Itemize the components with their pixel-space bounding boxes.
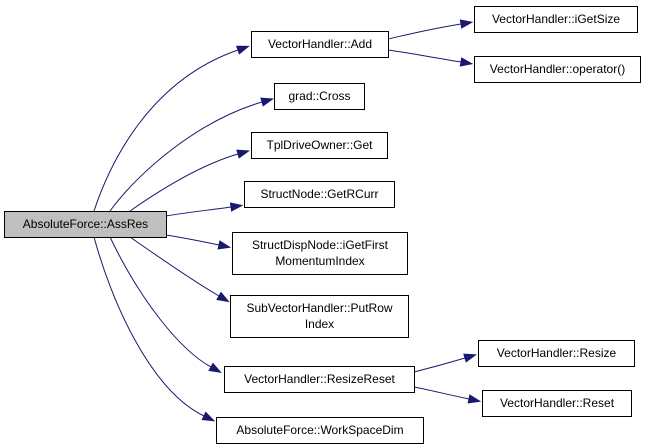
- node-label: VectorHandler::operator(): [490, 62, 625, 76]
- node-label: VectorHandler::ResizeReset: [244, 372, 395, 386]
- edge-root-get: [129, 149, 250, 212]
- edge-arrowhead: [459, 19, 474, 29]
- node-label: Index: [305, 317, 334, 331]
- node-label: AbsoluteForce::AssRes: [23, 217, 148, 231]
- node-resizereset[interactable]: VectorHandler::ResizeReset: [224, 366, 415, 393]
- edge-line: [387, 49, 462, 63]
- edge-line: [93, 49, 239, 212]
- node-label: MomentumIndex: [275, 254, 364, 268]
- node-label: AbsoluteForce::WorkSpaceDim: [236, 423, 403, 437]
- node-label: TplDriveOwner::Get: [266, 138, 373, 152]
- node-label: VectorHandler::Reset: [500, 396, 615, 410]
- edge-arrowhead: [235, 45, 250, 55]
- node-box[interactable]: [482, 390, 632, 417]
- node-label: VectorHandler::Add: [268, 37, 372, 51]
- edges-layer: [93, 19, 482, 422]
- node-box[interactable]: [274, 83, 365, 110]
- edge-root-cross: [109, 97, 274, 212]
- edge-arrowhead: [217, 240, 232, 250]
- edge-arrowhead: [236, 149, 250, 159]
- edge-line: [109, 101, 263, 212]
- node-cross[interactable]: grad::Cross: [274, 83, 365, 110]
- edge-add-igetsize: [387, 19, 474, 40]
- node-label: VectorHandler::Resize: [497, 346, 617, 360]
- edge-line: [165, 234, 220, 246]
- node-box[interactable]: [230, 295, 409, 338]
- edge-line: [129, 236, 220, 297]
- edge-line: [387, 23, 462, 40]
- node-resize[interactable]: VectorHandler::Resize: [478, 340, 635, 367]
- edge-arrowhead: [201, 411, 216, 422]
- edge-arrowhead: [260, 97, 274, 107]
- node-label: grad::Cross: [288, 89, 350, 103]
- node-box[interactable]: [251, 132, 388, 159]
- edge-root-add: [93, 45, 250, 212]
- edge-line: [165, 206, 232, 217]
- node-box[interactable]: [216, 417, 424, 444]
- node-get[interactable]: TplDriveOwner::Get: [251, 132, 388, 159]
- edge-root-igetfirst: [165, 234, 232, 250]
- node-label: StructNode::GetRCurr: [260, 187, 378, 201]
- edge-add-operator: [387, 49, 474, 67]
- node-box[interactable]: [251, 31, 389, 58]
- edge-arrowhead: [216, 291, 230, 303]
- node-label: StructDispNode::iGetFirst: [252, 238, 389, 252]
- node-box[interactable]: [4, 211, 167, 238]
- node-label: VectorHandler::iGetSize: [492, 12, 620, 26]
- edge-line: [129, 153, 239, 212]
- node-reset[interactable]: VectorHandler::Reset: [482, 390, 632, 417]
- edge-line: [413, 357, 466, 373]
- node-label: SubVectorHandler::PutRow: [246, 301, 392, 315]
- edge-arrowhead: [463, 353, 477, 363]
- edge-line: [93, 236, 205, 417]
- node-box[interactable]: [244, 181, 395, 208]
- edge-root-putrow: [129, 236, 230, 303]
- edge-root-getrcurr: [165, 202, 244, 217]
- nodes-layer: AbsoluteForce::AssResVectorHandler::AddV…: [4, 6, 641, 444]
- node-box[interactable]: [474, 56, 641, 83]
- node-box[interactable]: [232, 232, 408, 275]
- node-add[interactable]: VectorHandler::Add: [251, 31, 389, 58]
- edge-resizereset-resize: [413, 353, 477, 373]
- node-igetsize[interactable]: VectorHandler::iGetSize: [474, 6, 638, 33]
- node-root[interactable]: AbsoluteForce::AssRes: [4, 211, 167, 238]
- node-operator[interactable]: VectorHandler::operator(): [474, 56, 641, 83]
- edge-arrowhead: [467, 394, 482, 404]
- node-box[interactable]: [224, 366, 415, 393]
- node-workspacedim[interactable]: AbsoluteForce::WorkSpaceDim: [216, 417, 424, 444]
- edge-resizereset-reset: [413, 386, 482, 404]
- edge-line: [413, 386, 470, 400]
- edge-arrowhead: [229, 202, 244, 212]
- node-getrcurr[interactable]: StructNode::GetRCurr: [244, 181, 395, 208]
- edge-line: [109, 236, 212, 368]
- edge-root-workspacedim: [93, 236, 216, 422]
- node-box[interactable]: [478, 340, 635, 367]
- edge-root-resizereset: [109, 236, 222, 373]
- edge-arrowhead: [208, 362, 222, 373]
- edge-arrowhead: [459, 57, 474, 67]
- node-box[interactable]: [474, 6, 638, 33]
